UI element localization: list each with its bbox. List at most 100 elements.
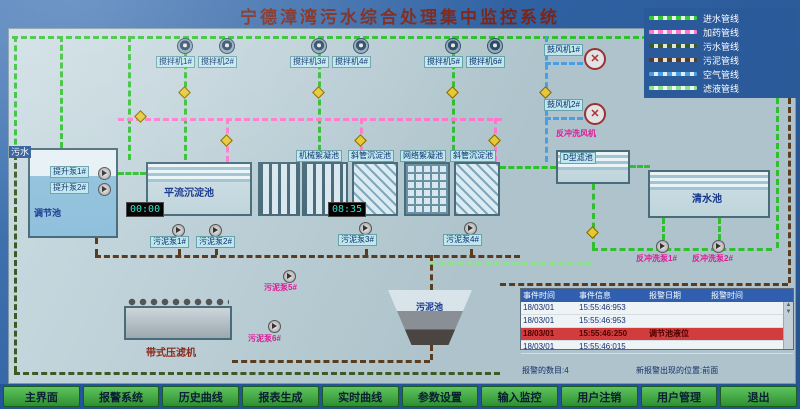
clear-water-pipe: [662, 218, 665, 240]
air-pipe-swatch: [649, 72, 697, 76]
pipeline-legend: 进水管线 加药管线 污水管线 污泥管线 空气管线 滤液管线: [644, 8, 796, 98]
backwash-water-pipe: [592, 248, 772, 251]
alarm-count-label: 报警的数目:4: [522, 366, 569, 375]
legend-label: 加药管线: [703, 27, 740, 38]
legend-item: 进水管线: [649, 11, 791, 25]
mixer-motor-icon[interactable]: [353, 38, 369, 54]
inlet-pipe: [60, 36, 63, 148]
mixer-motor-icon[interactable]: [177, 38, 193, 54]
belt-press-rollers: [127, 297, 229, 307]
backwash-pump-icon[interactable]: [712, 240, 725, 253]
alarm-table-header: 事件时间 事件信息 报警日期 报警时间: [521, 289, 793, 302]
menu-button-user-management[interactable]: 用户管理: [640, 386, 718, 407]
mixer-motor-icon[interactable]: [311, 38, 327, 54]
filter-outlet-pipe: [592, 184, 595, 248]
mixer-label: 搅拌机6#: [466, 56, 505, 68]
legend-label: 污泥管线: [703, 55, 740, 66]
sludge-pipe: [470, 238, 473, 255]
menu-button-history-curve[interactable]: 历史曲线: [162, 386, 240, 407]
mixer-label: 搅拌机1#: [156, 56, 195, 68]
sludge-pump-label: 污泥泵2#: [196, 236, 235, 248]
lift-pump-label: 提升泵2#: [50, 182, 89, 194]
horizontal-sedimentation-label: 平流沉淀池: [164, 188, 214, 199]
legend-item: 空气管线: [649, 67, 791, 81]
filtrate-pipe: [430, 262, 592, 265]
sludge-pump-label: 污泥泵4#: [443, 234, 482, 246]
sludge-pump-label: 污泥泵5#: [264, 283, 297, 292]
mixer-motor-icon[interactable]: [445, 38, 461, 54]
sludge-pump-label: 污泥泵6#: [248, 334, 281, 343]
legend-item: 加药管线: [649, 25, 791, 39]
mixer-motor-icon[interactable]: [487, 38, 503, 54]
alarm-row[interactable]: 18/03/01 15:55:46:953: [521, 302, 793, 315]
clear-water-pipe: [776, 98, 779, 248]
inlet-pipe: [12, 36, 648, 39]
bottom-menu-bar: 主界面 报警系统 历史曲线 报表生成 实时曲线 参数设置 输入监控 用户注销 用…: [0, 384, 800, 409]
alarm-header-cell: 报警时间: [711, 291, 743, 300]
alarm-row[interactable]: 18/03/01 15:55:46:953: [521, 315, 793, 328]
sewage-pipe-swatch: [649, 44, 697, 48]
cycle-timer: 00:00: [126, 202, 165, 217]
menu-button-alarm-system[interactable]: 报警系统: [82, 386, 160, 407]
alarm-header-cell: 事件时间: [523, 291, 555, 300]
sludge-tank-label: 污泥池: [416, 302, 444, 312]
alarm-row[interactable]: 18/03/01 15:55:46:015: [521, 341, 793, 354]
regulating-tank-label: 调节池: [34, 208, 62, 218]
menu-button-exit[interactable]: 退出: [720, 386, 798, 407]
menu-button-parameter-settings[interactable]: 参数设置: [401, 386, 479, 407]
sludge-pipe: [95, 255, 520, 258]
sludge-pump-icon[interactable]: [268, 320, 281, 333]
legend-label: 滤液管线: [703, 83, 740, 94]
belt-filter-press-label: 带式压滤机: [146, 348, 196, 359]
blower-label: 鼓风机2#: [544, 99, 583, 111]
clear-water-tank-label: 清水池: [692, 194, 722, 205]
menu-button-input-monitoring[interactable]: 输入监控: [481, 386, 558, 407]
sludge-pump-icon[interactable]: [283, 270, 296, 283]
grid-flocculation-label: 网络絮凝池: [400, 150, 446, 162]
d-type-filter-label: D型滤池: [560, 152, 596, 164]
horizontal-sedimentation-tank: [146, 162, 252, 216]
backwash-pump-icon[interactable]: [656, 240, 669, 253]
backwash-pump-label: 反冲洗泵2#: [692, 254, 733, 263]
sludge-pipe: [430, 255, 433, 290]
blower-label: 鼓风机1#: [544, 44, 583, 56]
backwash-pump-label: 反冲洗泵1#: [636, 254, 677, 263]
lift-pump-icon[interactable]: [98, 183, 111, 196]
air-pipe: [545, 117, 583, 120]
mixer-motor-icon[interactable]: [219, 38, 235, 54]
alarm-row-active[interactable]: 18/03/01 15:55:46:250 调节池液位: [521, 328, 793, 341]
legend-item: 污泥管线: [649, 53, 791, 67]
dosing-pipe-swatch: [649, 30, 697, 34]
mixer-label: 搅拌机3#: [290, 56, 329, 68]
inlet-pipe: [14, 36, 17, 154]
sludge-pipe: [430, 345, 433, 360]
sewage-pipe: [14, 154, 17, 372]
lift-pump-icon[interactable]: [98, 167, 111, 180]
sludge-pump-label: 污泥泵1#: [150, 236, 189, 248]
belt-filter-press: [124, 306, 232, 340]
filtrate-pipe-swatch: [649, 86, 697, 90]
flocculation-grid-section: [258, 162, 300, 216]
inlet-pipe: [184, 36, 187, 160]
menu-button-main[interactable]: 主界面: [3, 386, 80, 407]
legend-label: 进水管线: [703, 13, 740, 24]
sludge-pipe: [788, 98, 791, 283]
sludge-pump-label: 污泥泵3#: [338, 234, 377, 246]
sewage-inlet-label: 污水: [9, 146, 32, 158]
mechanical-flocculation-label: 机械絮凝池: [296, 150, 342, 162]
legend-item: 滤液管线: [649, 81, 791, 95]
menu-button-realtime-curve[interactable]: 实时曲线: [321, 386, 399, 407]
legend-label: 污水管线: [703, 41, 740, 52]
inlet-pipe: [128, 36, 131, 160]
inclined-sedimentation-label: 斜管沉淀池: [450, 150, 496, 162]
alarm-position-label: 新报警出现的位置:前面: [636, 366, 719, 375]
alarm-header-cell: 事件信息: [579, 291, 611, 300]
alarm-scrollbar[interactable]: ▲▼: [783, 302, 793, 349]
alarm-header-cell: 报警日期: [649, 291, 681, 300]
menu-button-report-generation[interactable]: 报表生成: [242, 386, 319, 407]
blower-fan-icon[interactable]: ✕: [584, 103, 606, 125]
menu-button-user-logout[interactable]: 用户注销: [560, 386, 638, 407]
backwash-fan-label: 反冲洗风机: [556, 129, 596, 138]
blower-fan-icon[interactable]: ✕: [584, 48, 606, 70]
inlet-pipe: [452, 36, 455, 160]
